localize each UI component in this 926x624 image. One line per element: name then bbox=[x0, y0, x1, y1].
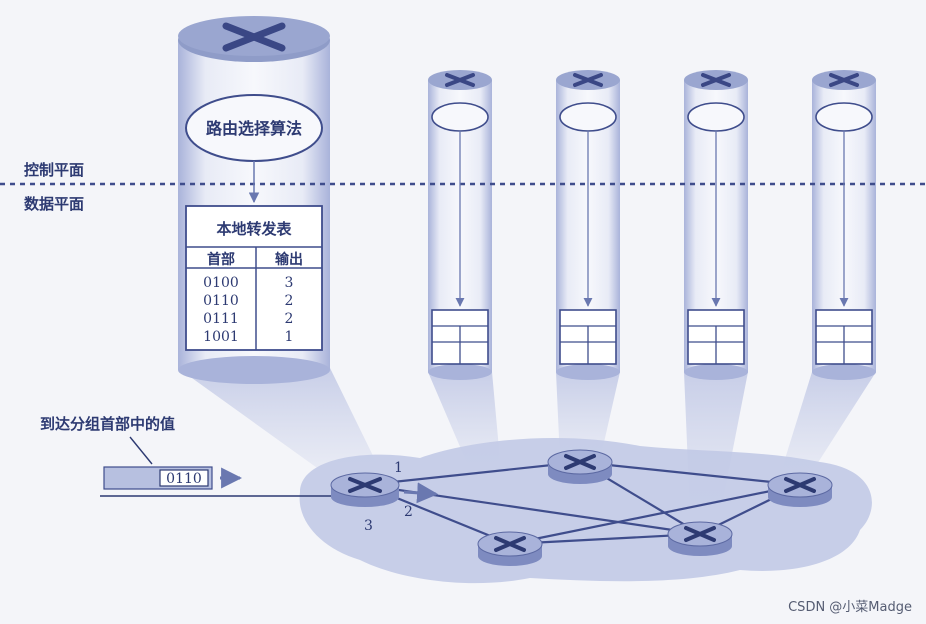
beam-3 bbox=[556, 372, 620, 460]
forwarding-table: 本地转发表 首部 输出 0100 3 0110 2 0111 2 1001 1 bbox=[185, 205, 323, 351]
router-cross-icon bbox=[494, 536, 526, 552]
packet-header-value: 0110 bbox=[166, 471, 202, 487]
table-header-output: 输出 bbox=[275, 251, 303, 268]
router-cross-icon bbox=[573, 73, 603, 87]
network-router-top bbox=[547, 449, 613, 484]
network-router-main bbox=[330, 472, 400, 507]
table-row-prefix: 0110 bbox=[203, 293, 239, 309]
data-plane-label: 数据平面 bbox=[24, 195, 84, 213]
watermark: CSDN @小菜Madge bbox=[788, 600, 912, 615]
network-router-bottom-right bbox=[667, 521, 733, 556]
port-label-3: 3 bbox=[364, 518, 373, 534]
table-row-prefix: 0100 bbox=[203, 275, 239, 291]
router-cross-icon bbox=[701, 73, 731, 87]
beam-5 bbox=[780, 372, 876, 475]
router-cross-icon bbox=[784, 477, 816, 493]
forwarding-table-title: 本地转发表 bbox=[216, 220, 292, 238]
table-row-output: 1 bbox=[285, 329, 294, 345]
router-cross-icon bbox=[829, 73, 859, 87]
port-label-2: 2 bbox=[404, 504, 413, 520]
packet-header-box bbox=[159, 469, 209, 487]
router-cross-icon bbox=[445, 73, 475, 87]
table-row-output: 2 bbox=[285, 311, 294, 327]
table-row-prefix: 1001 bbox=[203, 329, 239, 345]
control-plane-label: 控制平面 bbox=[24, 161, 84, 179]
router-cross-icon bbox=[348, 477, 382, 493]
table-row-output: 3 bbox=[285, 275, 294, 291]
table-header-prefix: 首部 bbox=[207, 251, 235, 268]
table-row-prefix: 0111 bbox=[203, 311, 239, 327]
router-internals-5 bbox=[815, 102, 873, 365]
beam-2 bbox=[428, 372, 500, 470]
router-cross-icon bbox=[222, 22, 286, 52]
router-internals-2 bbox=[431, 102, 489, 365]
router-internals-4 bbox=[687, 102, 745, 365]
beam-4 bbox=[684, 372, 748, 515]
router-cross-icon bbox=[564, 454, 596, 470]
network-router-right bbox=[767, 472, 833, 507]
routing-algorithm-label: 路由选择算法 bbox=[206, 119, 302, 138]
packet-caption: 到达分组首部中的值 bbox=[40, 415, 175, 433]
network-router-bottom bbox=[477, 531, 543, 566]
router-cross-icon bbox=[684, 526, 716, 542]
caption-pointer bbox=[129, 436, 153, 465]
table-row-output: 2 bbox=[285, 293, 294, 309]
beam-main bbox=[178, 368, 380, 470]
router-internals-3 bbox=[559, 102, 617, 365]
port-2-arrow bbox=[403, 482, 439, 504]
port-label-1: 1 bbox=[394, 460, 403, 476]
